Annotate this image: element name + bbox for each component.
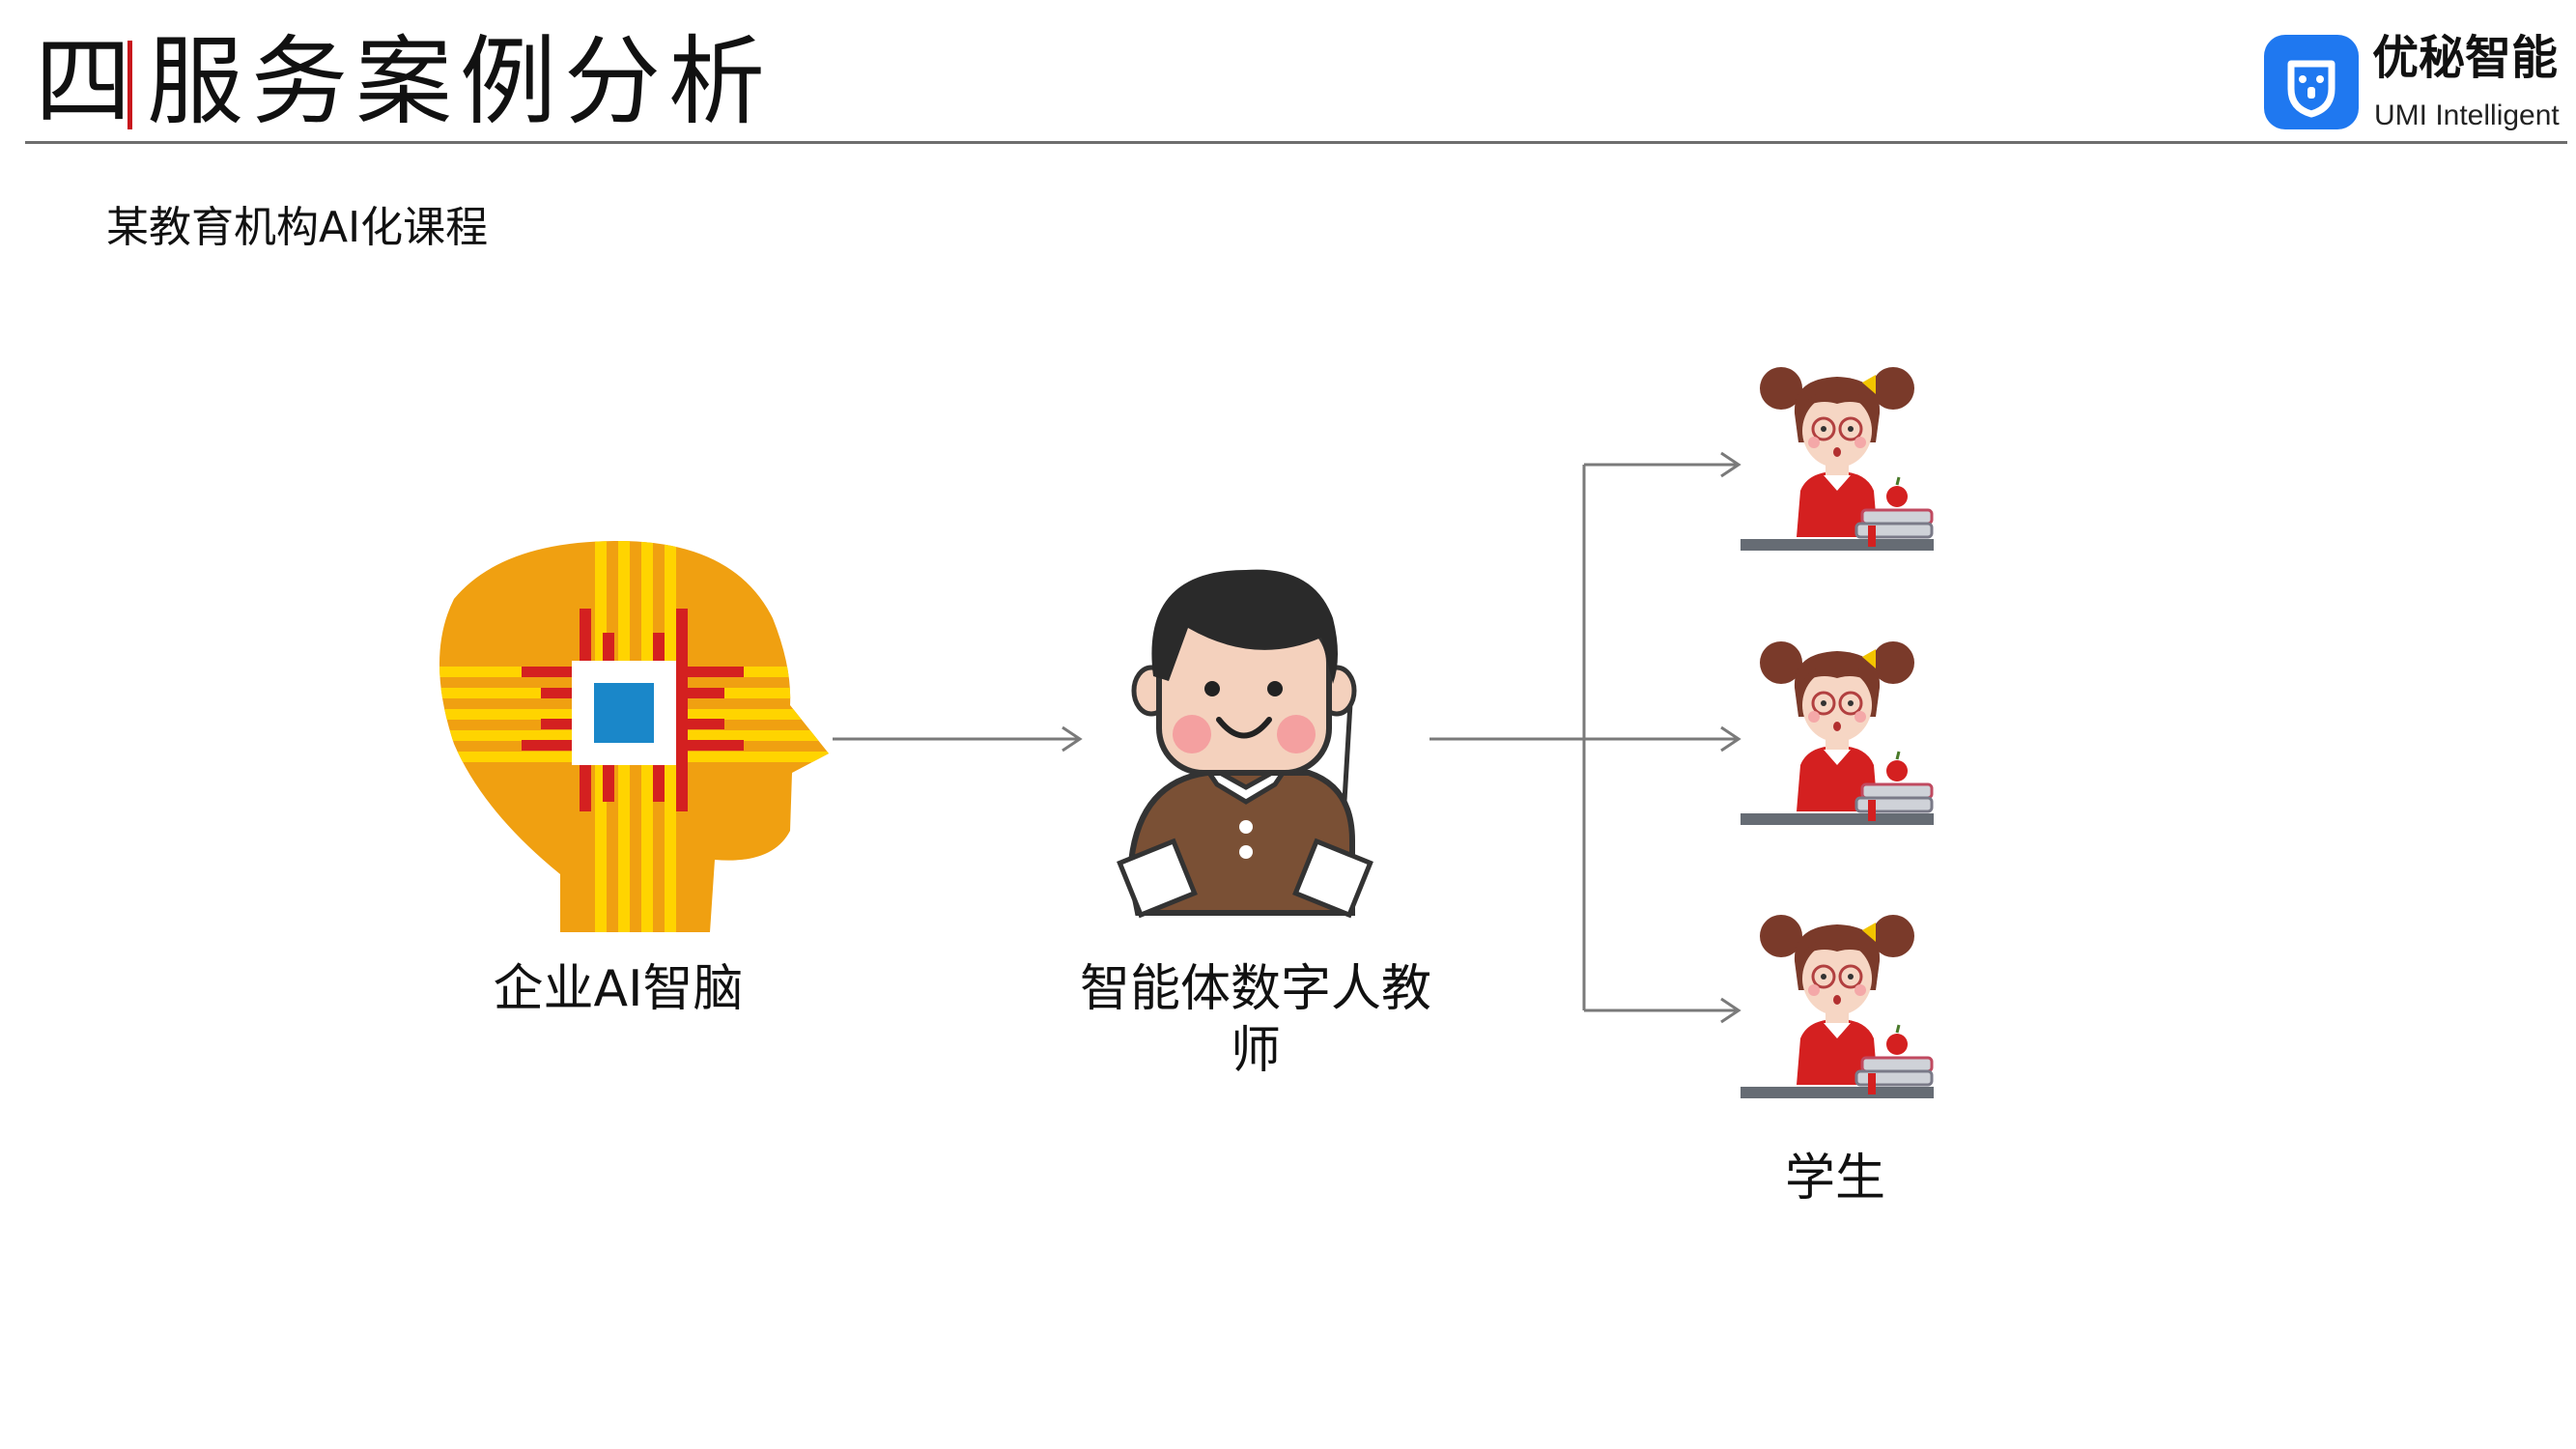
student-label: 学生 xyxy=(1784,1150,1885,1208)
section-number: 四 xyxy=(35,25,131,138)
arrow-teacher-to-students xyxy=(1430,451,1741,1024)
header-divider xyxy=(25,141,2567,144)
student-icon-1 xyxy=(1739,365,1936,553)
teacher-label: 智能体数字人教师 xyxy=(1079,960,1431,1080)
digital-teacher-icon xyxy=(1117,569,1373,919)
logo-name-en: UMI Intelligent xyxy=(2374,99,2560,131)
umi-logo-icon xyxy=(2264,35,2359,129)
header-accent-bar xyxy=(127,41,132,129)
student-icon-3 xyxy=(1739,913,1936,1100)
brain-label: 企业AI智脑 xyxy=(493,960,744,1018)
case-subtitle: 某教育机构AI化课程 xyxy=(106,203,489,252)
page-title: 服务案例分析 xyxy=(147,25,773,138)
logo-name-cn: 优秘智能 xyxy=(2372,31,2559,85)
student-icon-2 xyxy=(1739,639,1936,827)
ai-brain-icon xyxy=(439,541,829,932)
shield-face-icon xyxy=(2287,60,2335,118)
arrow-brain-to-teacher xyxy=(833,725,1083,753)
